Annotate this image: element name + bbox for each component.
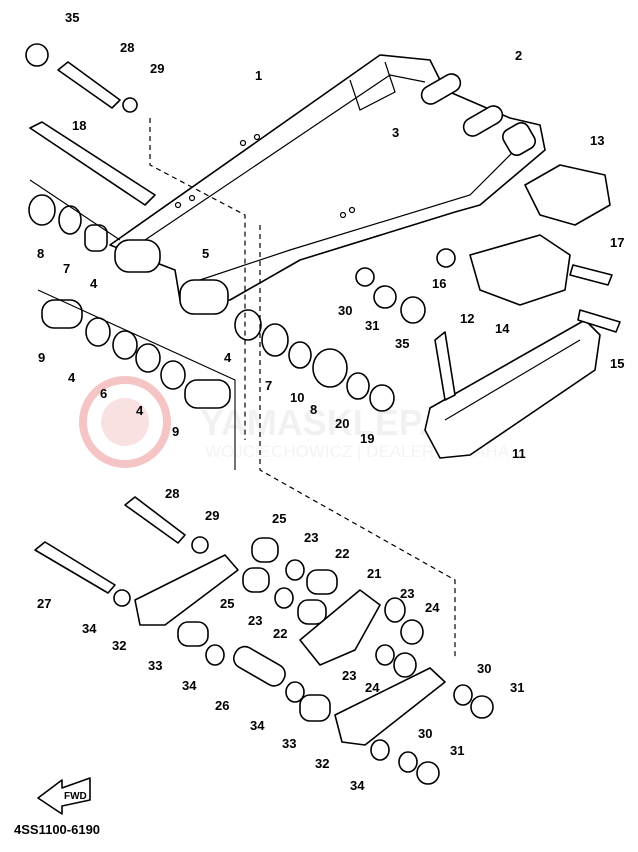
chain-slider-upper <box>420 73 462 105</box>
callout: 32 <box>315 756 329 771</box>
pivot-bolt-upper <box>57 61 121 109</box>
callout: 23 <box>248 613 262 628</box>
watermark-logo <box>79 376 171 468</box>
callout: 35 <box>395 336 409 351</box>
callout: 13 <box>590 133 604 148</box>
bolt-17 <box>569 264 613 286</box>
callout: 31 <box>510 680 524 695</box>
callout: 24 <box>425 600 440 615</box>
pivot-shaft <box>29 121 156 206</box>
connecting-rod-left <box>134 554 239 626</box>
callout: 31 <box>365 318 379 333</box>
swingarm <box>109 54 546 301</box>
bearing-cluster-right <box>234 248 456 412</box>
callout: 25 <box>220 596 234 611</box>
callouts: 35 28 29 18 1 2 3 13 8 7 4 5 17 16 14 30… <box>37 10 624 793</box>
callout: 15 <box>610 356 624 371</box>
callout: 31 <box>450 743 464 758</box>
callout: 8 <box>37 246 44 261</box>
bolt-28-lower <box>124 496 186 544</box>
callout: 22 <box>273 626 287 641</box>
callout: 30 <box>338 303 352 318</box>
callout: 35 <box>65 10 79 25</box>
callout: 34 <box>182 678 197 693</box>
callout: 26 <box>215 698 229 713</box>
callout: 4 <box>224 350 232 365</box>
callout: 5 <box>202 246 209 261</box>
callout: 24 <box>365 680 380 695</box>
callout: 28 <box>165 486 179 501</box>
callout: 11 <box>512 446 526 461</box>
chain-guide-bracket <box>469 234 571 306</box>
callout: 1 <box>255 68 262 83</box>
callout: 34 <box>350 778 365 793</box>
callout: 23 <box>304 530 318 545</box>
callout: 16 <box>432 276 446 291</box>
connecting-rod-right <box>334 667 446 746</box>
callout: 33 <box>148 658 162 673</box>
callout: 10 <box>290 390 304 405</box>
callout: 18 <box>72 118 86 133</box>
callout: 20 <box>335 416 349 431</box>
callout: 22 <box>335 546 349 561</box>
bolt-12 <box>434 331 456 401</box>
callout: 29 <box>205 508 219 523</box>
callout: 12 <box>460 311 474 326</box>
callout: 28 <box>120 40 134 55</box>
callout: 34 <box>82 621 97 636</box>
callout: 30 <box>477 661 491 676</box>
callout: 7 <box>265 378 272 393</box>
callout: 29 <box>150 61 164 76</box>
watermark-logo-core <box>101 398 149 446</box>
callout: 7 <box>63 261 70 276</box>
bolt-27 <box>34 541 116 594</box>
callout: 21 <box>367 566 381 581</box>
washer-29-top <box>122 97 138 113</box>
drawing-code: 4SS1100-6190 <box>14 822 101 837</box>
callout: 14 <box>495 321 510 336</box>
callout: 6 <box>100 386 107 401</box>
callout: 4 <box>90 276 98 291</box>
callout: 30 <box>418 726 432 741</box>
link-assembly <box>34 496 494 785</box>
callout: 27 <box>37 596 51 611</box>
chain-guide <box>524 164 611 226</box>
callout: 23 <box>400 586 414 601</box>
callout: 34 <box>250 718 265 733</box>
callout: 3 <box>392 125 399 140</box>
fwd-arrow-icon: FWD <box>37 777 91 815</box>
callout: 9 <box>172 424 179 439</box>
callout: 25 <box>272 511 286 526</box>
callout: 8 <box>310 402 317 417</box>
fwd-label: FWD <box>64 791 87 802</box>
callout: 19 <box>360 431 374 446</box>
cap-35-top <box>25 43 49 67</box>
callout: 32 <box>112 638 126 653</box>
callout: 17 <box>610 235 624 250</box>
callout: 4 <box>136 403 144 418</box>
callout: 2 <box>515 48 522 63</box>
callout: 33 <box>282 736 296 751</box>
chain-slider-lower <box>462 105 504 137</box>
bolt-15 <box>577 309 621 333</box>
callout: 23 <box>342 668 356 683</box>
callout: 4 <box>68 370 76 385</box>
callout: 9 <box>38 350 45 365</box>
bearing-cluster-left <box>28 194 231 409</box>
relay-arm <box>299 589 381 666</box>
